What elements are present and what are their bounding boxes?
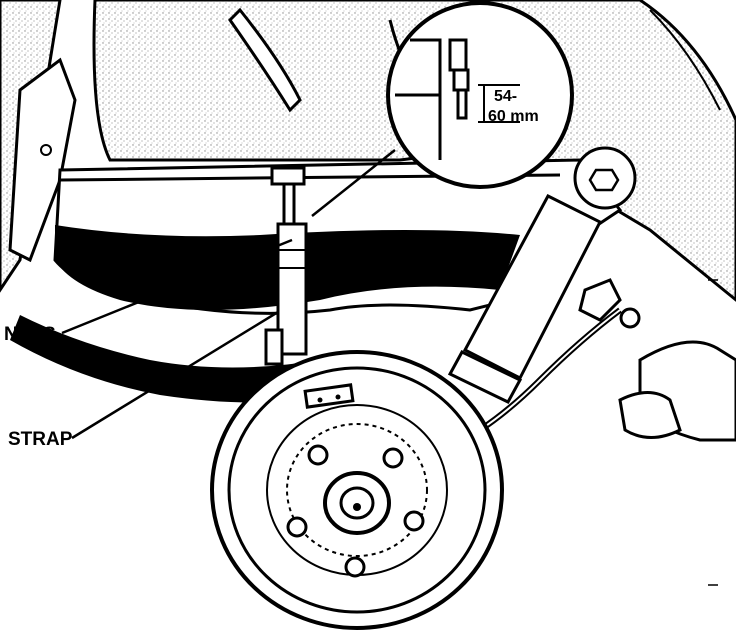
wheel-stud (344, 556, 366, 578)
shock-absorber (447, 194, 603, 404)
detail-inset: 54- 60 mm (386, 1, 574, 189)
wheel-stud (382, 447, 404, 469)
brake-cable (478, 278, 641, 433)
wheel-stud (403, 510, 425, 532)
strap-label: STRAP (8, 429, 73, 450)
pointer-lines (61, 149, 396, 440)
right-mechanism (618, 340, 736, 442)
wheel-drum (210, 350, 504, 630)
jack-stand (264, 166, 308, 366)
dimension-label-line1: 54- (494, 88, 517, 105)
wheel-studs (286, 444, 425, 578)
mount-bolt (573, 146, 637, 210)
nuts-label: NUTS (4, 324, 56, 345)
wheel-stud (307, 444, 329, 466)
dimension-label-line2: 60 mm (488, 108, 539, 125)
wheel-stud (286, 516, 308, 538)
